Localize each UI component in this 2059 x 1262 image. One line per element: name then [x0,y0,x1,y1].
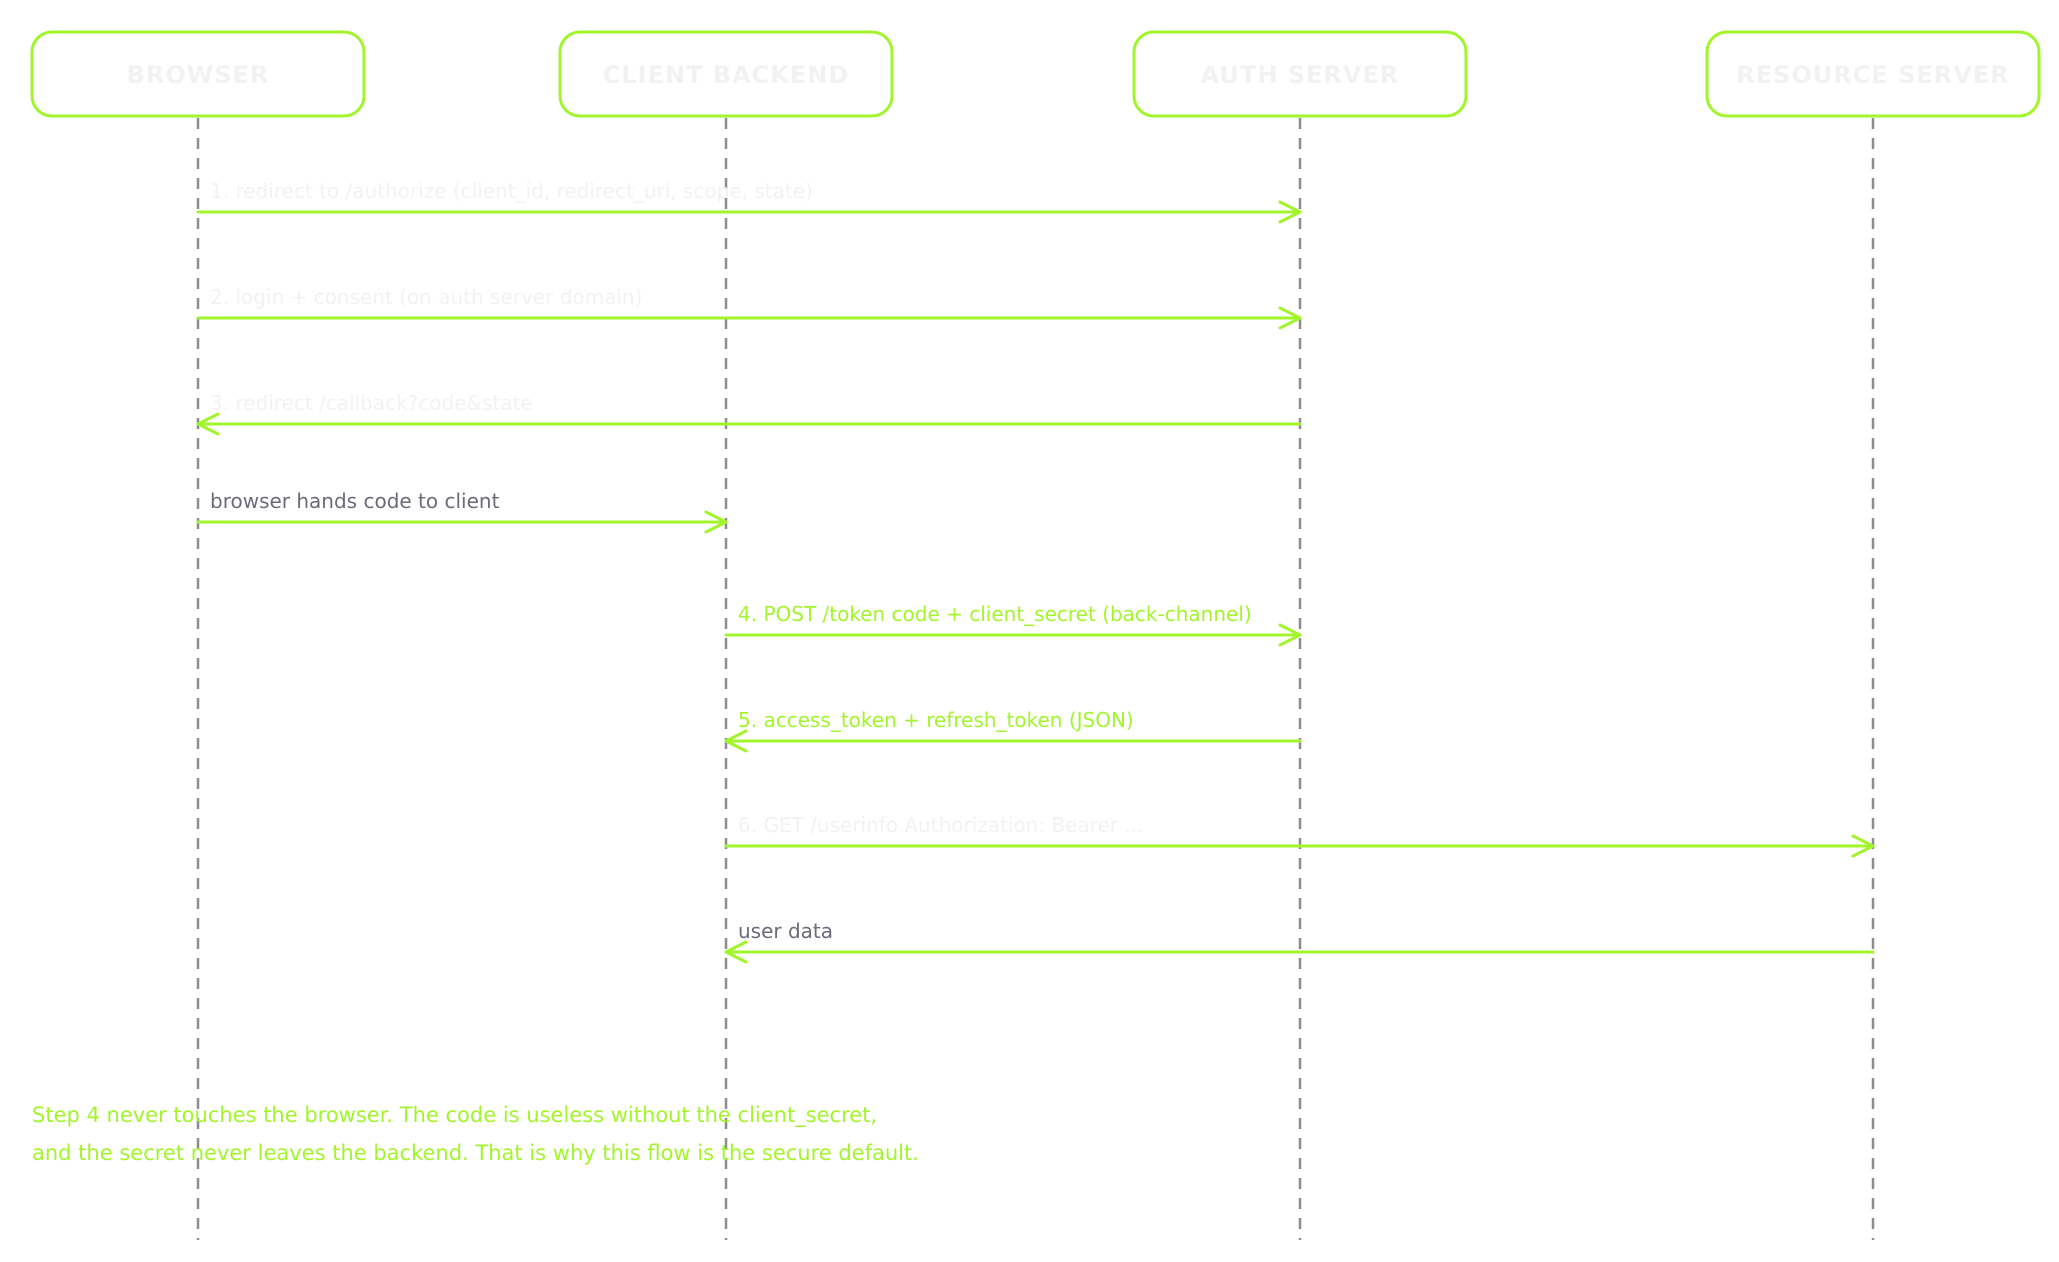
participant-label: RESOURCE SERVER [1736,61,2010,89]
message-label: 3. redirect /callback?code&state [210,391,533,415]
participant-box [1705,30,2041,118]
message-label: 2. login + consent (on auth server domai… [210,285,642,309]
message-1: 1. redirect to /authorize (client_id, re… [196,179,1302,224]
arrowhead-icon [724,940,748,964]
message-5: 4. POST /token code + client_secret (bac… [724,602,1302,647]
message-label: 1. redirect to /authorize (client_id, re… [210,179,813,203]
participant-browser: BROWSER [30,30,366,118]
message-label: user data [738,919,833,943]
messages: 1. redirect to /authorize (client_id, re… [196,179,1875,964]
arrowhead-icon [1278,306,1302,330]
participant-client: CLIENT BACKEND [558,30,894,118]
arrowhead-icon [196,412,220,436]
message-label: 6. GET /userinfo Authorization: Bearer .… [738,813,1143,837]
participant-box [30,30,366,118]
participant-resource: RESOURCE SERVER [1705,30,2041,118]
arrowhead-icon [1278,623,1302,647]
message-3: 3. redirect /callback?code&state [196,391,1302,436]
arrowhead-icon [724,729,748,753]
message-8: user data [724,919,1875,964]
participant-box [1132,30,1468,118]
participant-label: AUTH SERVER [1201,61,1400,89]
participant-label: BROWSER [127,61,270,89]
participant-label: CLIENT BACKEND [603,61,850,89]
message-7: 6. GET /userinfo Authorization: Bearer .… [724,813,1875,858]
arrowhead-icon [1278,200,1302,224]
participants: BROWSER CLIENT BACKEND AUTH SERVER RESOURCE… [30,30,2041,118]
arrowhead-icon [704,510,728,534]
message-6: 5. access_token + refresh_token (JSON) [724,708,1302,753]
message-label: 5. access_token + refresh_token (JSON) [738,708,1134,732]
message-2: 2. login + consent (on auth server domai… [196,285,1302,330]
footnote-line-2: and the secret never leaves the backend.… [32,1141,919,1165]
message-4: browser hands code to client [196,489,728,534]
lifelines [196,118,1875,1240]
footnote: Step 4 never touches the browser. The co… [32,1103,919,1165]
participant-box [558,30,894,118]
message-label: 4. POST /token code + client_secret (bac… [738,602,1252,626]
message-label: browser hands code to client [210,489,500,513]
participant-auth: AUTH SERVER [1132,30,1468,118]
arrowhead-icon [1851,834,1875,858]
footnote-line-1: Step 4 never touches the browser. The co… [32,1103,877,1128]
